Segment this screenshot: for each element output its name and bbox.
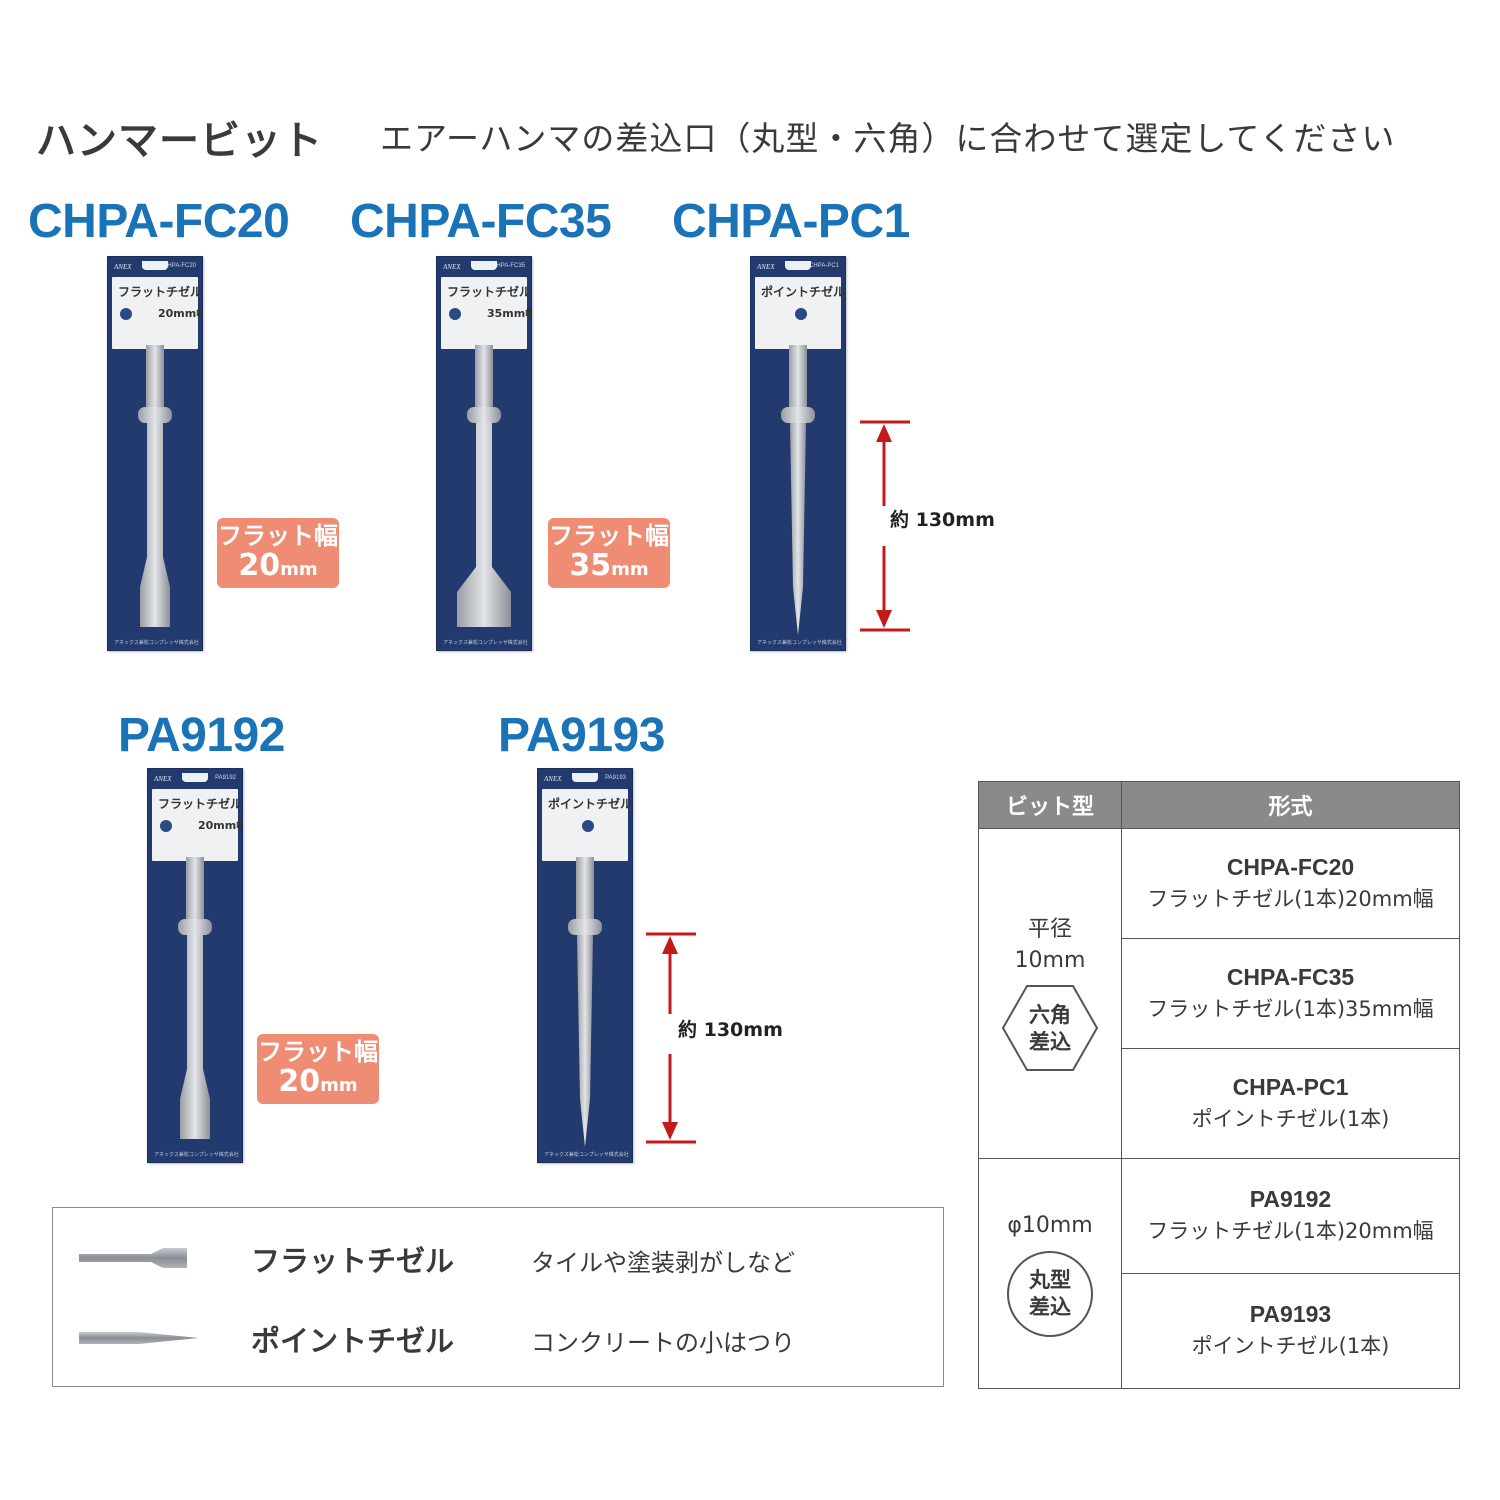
- package-code: CHPA-FC20: [163, 263, 196, 269]
- brand-logo: ANEX: [443, 263, 461, 271]
- package-label-name: フラットチゼル: [447, 285, 532, 299]
- badge-value: 20mm: [238, 548, 318, 583]
- hang-hole: [182, 773, 208, 782]
- hang-hole: [142, 261, 168, 270]
- dimension-arrow-icon: [860, 420, 910, 632]
- package-code: CHPA-FC35: [492, 263, 525, 269]
- product-package-pa9192: ANEX PA9192 フラットチゼル 20mm幅 アネックス兼松コンプレッサ株…: [147, 768, 243, 1163]
- table-row: φ10mm 丸型 差込 PA9192 フラットチゼル(1本)20mm幅: [978, 1157, 1460, 1390]
- spec-table: ビット型 形式 平径 10mm 六角差込 CHPA-FC20 フラットチゼル(1…: [978, 781, 1460, 1390]
- package-label-size: 20mm幅: [158, 307, 203, 320]
- package-footer: アネックス兼松コンプレッサ株式会社: [443, 640, 528, 646]
- package-label-name: ポイントチゼル: [548, 797, 633, 811]
- package-code: PA9192: [215, 775, 236, 781]
- group-cell-round: φ10mm 丸型 差込: [978, 1157, 1122, 1390]
- model-title-pa9193: PA9193: [498, 709, 665, 762]
- page-subtitle: エアーハンマの差込口（丸型・六角）に合わせて選定してください: [380, 119, 1396, 158]
- model-cell: PA9193 ポイントチゼル(1本): [1121, 1272, 1460, 1390]
- dimension-label: 約 130mm: [678, 1019, 783, 1041]
- badge-label: フラット幅: [549, 522, 669, 550]
- group-line1: 平径: [1027, 917, 1072, 943]
- legend-item-name: ポイントチゼル: [251, 1324, 455, 1358]
- package-label: ポイントチゼル: [542, 789, 632, 861]
- group-line1: φ10mm: [1007, 1212, 1093, 1238]
- package-code: CHPA-PC1: [809, 263, 839, 269]
- point-chisel-icon: [568, 857, 602, 1147]
- product-package-chpa-fc35: ANEX CHPA-FC35 フラットチゼル 35mm幅 アネックス兼松コンプレ…: [436, 256, 532, 651]
- badge-value: 35mm: [569, 548, 649, 583]
- flat-chisel-icon: [138, 345, 172, 627]
- brand-logo: ANEX: [757, 263, 775, 271]
- hex-mark-icon: [795, 308, 807, 320]
- hex-shank-icon: 六角差込: [1001, 984, 1099, 1072]
- dimension-label: 約 130mm: [890, 509, 995, 531]
- hang-hole: [572, 773, 598, 782]
- product-package-chpa-fc20: ANEX CHPA-FC20 フラットチゼル 20mm幅 アネックス兼松コンプレ…: [107, 256, 203, 651]
- model-cell: CHPA-FC35 フラットチゼル(1本)35mm幅: [1121, 937, 1460, 1049]
- flat-chisel-icon: [79, 1248, 187, 1268]
- round-mark-icon: [582, 820, 594, 832]
- package-label: ポイントチゼル: [755, 277, 845, 349]
- package-footer: アネックス兼松コンプレッサ株式会社: [114, 640, 199, 646]
- table-header-row: ビット型 形式: [978, 781, 1460, 829]
- hex-mark-icon: [449, 308, 461, 320]
- brand-logo: ANEX: [544, 775, 562, 783]
- flat-width-badge-20: フラット幅 20mm: [257, 1034, 379, 1104]
- round-shank-icon: 丸型 差込: [1007, 1250, 1093, 1337]
- dimension-arrow-icon: [646, 932, 696, 1144]
- package-footer: アネックス兼松コンプレッサ株式会社: [757, 640, 842, 646]
- package-label-size: 35mm幅: [487, 307, 532, 320]
- table-row: CHPA-FC35 フラットチゼル(1本)35mm幅: [979, 937, 1460, 1049]
- model-title-chpa-fc35: CHPA-FC35: [350, 195, 612, 248]
- package-footer: アネックス兼松コンプレッサ株式会社: [544, 1152, 629, 1158]
- table-row: PA9193 ポイントチゼル(1本): [979, 1272, 1460, 1390]
- model-cell: CHPA-FC20 フラットチゼル(1本)20mm幅: [1121, 828, 1460, 939]
- legend-box: フラットチゼル タイルや塗装剥がしなど ポイントチゼル コンクリートの小はつり: [52, 1207, 944, 1387]
- package-label-name: フラットチゼル: [118, 285, 203, 299]
- badge-label: フラット幅: [218, 522, 338, 550]
- legend-item-desc: コンクリートの小はつり: [531, 1329, 795, 1357]
- point-chisel-icon: [781, 345, 815, 635]
- table-header-model: 形式: [1121, 781, 1460, 829]
- badge-value: 20mm: [278, 1064, 358, 1099]
- package-label-name: ポイントチゼル: [761, 285, 846, 299]
- brand-logo: ANEX: [114, 263, 132, 271]
- hang-hole: [471, 261, 497, 270]
- product-package-pa9193: ANEX PA9193 ポイントチゼル アネックス兼松コンプレッサ株式会社: [537, 768, 633, 1163]
- hex-mark-icon: [120, 308, 132, 320]
- brand-logo: ANEX: [154, 775, 172, 783]
- legend-item-desc: タイルや塗装剥がしなど: [531, 1249, 795, 1277]
- package-label: フラットチゼル 20mm幅: [112, 277, 202, 349]
- point-chisel-icon: [79, 1332, 199, 1344]
- group-line2: 10mm: [1014, 948, 1086, 974]
- legend-item-point: ポイントチゼル コンクリートの小はつり: [53, 1310, 943, 1370]
- package-label: フラットチゼル 20mm幅: [152, 789, 242, 861]
- wide-flat-chisel-icon: [457, 345, 511, 627]
- table-row: 平径 10mm 六角差込 CHPA-FC20 フラットチゼル(1本)20mm幅: [978, 828, 1460, 1159]
- page-title: ハンマービット: [36, 118, 323, 164]
- package-label-name: フラットチゼル: [158, 797, 243, 811]
- model-cell: PA9192 フラットチゼル(1本)20mm幅: [1121, 1157, 1460, 1274]
- badge-label: フラット幅: [258, 1038, 378, 1066]
- product-package-chpa-pc1: ANEX CHPA-PC1 ポイントチゼル アネックス兼松コンプレッサ株式会社: [750, 256, 846, 651]
- legend-item-flat: フラットチゼル タイルや塗装剥がしなど: [53, 1230, 943, 1290]
- package-code: PA9193: [605, 775, 626, 781]
- model-cell: CHPA-PC1 ポイントチゼル(1本): [1121, 1047, 1460, 1159]
- package-label: フラットチゼル 35mm幅: [441, 277, 531, 349]
- model-title-chpa-pc1: CHPA-PC1: [672, 195, 910, 248]
- package-footer: アネックス兼松コンプレッサ株式会社: [154, 1152, 239, 1158]
- legend-item-name: フラットチゼル: [251, 1244, 455, 1278]
- flat-width-badge-35: フラット幅 35mm: [548, 518, 670, 588]
- model-title-chpa-fc20: CHPA-FC20: [28, 195, 290, 248]
- table-header-bit-type: ビット型: [978, 781, 1122, 829]
- flat-width-badge-20: フラット幅 20mm: [217, 518, 339, 588]
- round-mark-icon: [160, 820, 172, 832]
- package-label-size: 20mm幅: [198, 819, 243, 832]
- hang-hole: [785, 261, 811, 270]
- group-cell-hex: 平径 10mm 六角差込: [978, 828, 1122, 1159]
- flat-chisel-icon: [178, 857, 212, 1139]
- model-title-pa9192: PA9192: [118, 709, 285, 762]
- table-row: CHPA-PC1 ポイントチゼル(1本): [979, 1047, 1460, 1159]
